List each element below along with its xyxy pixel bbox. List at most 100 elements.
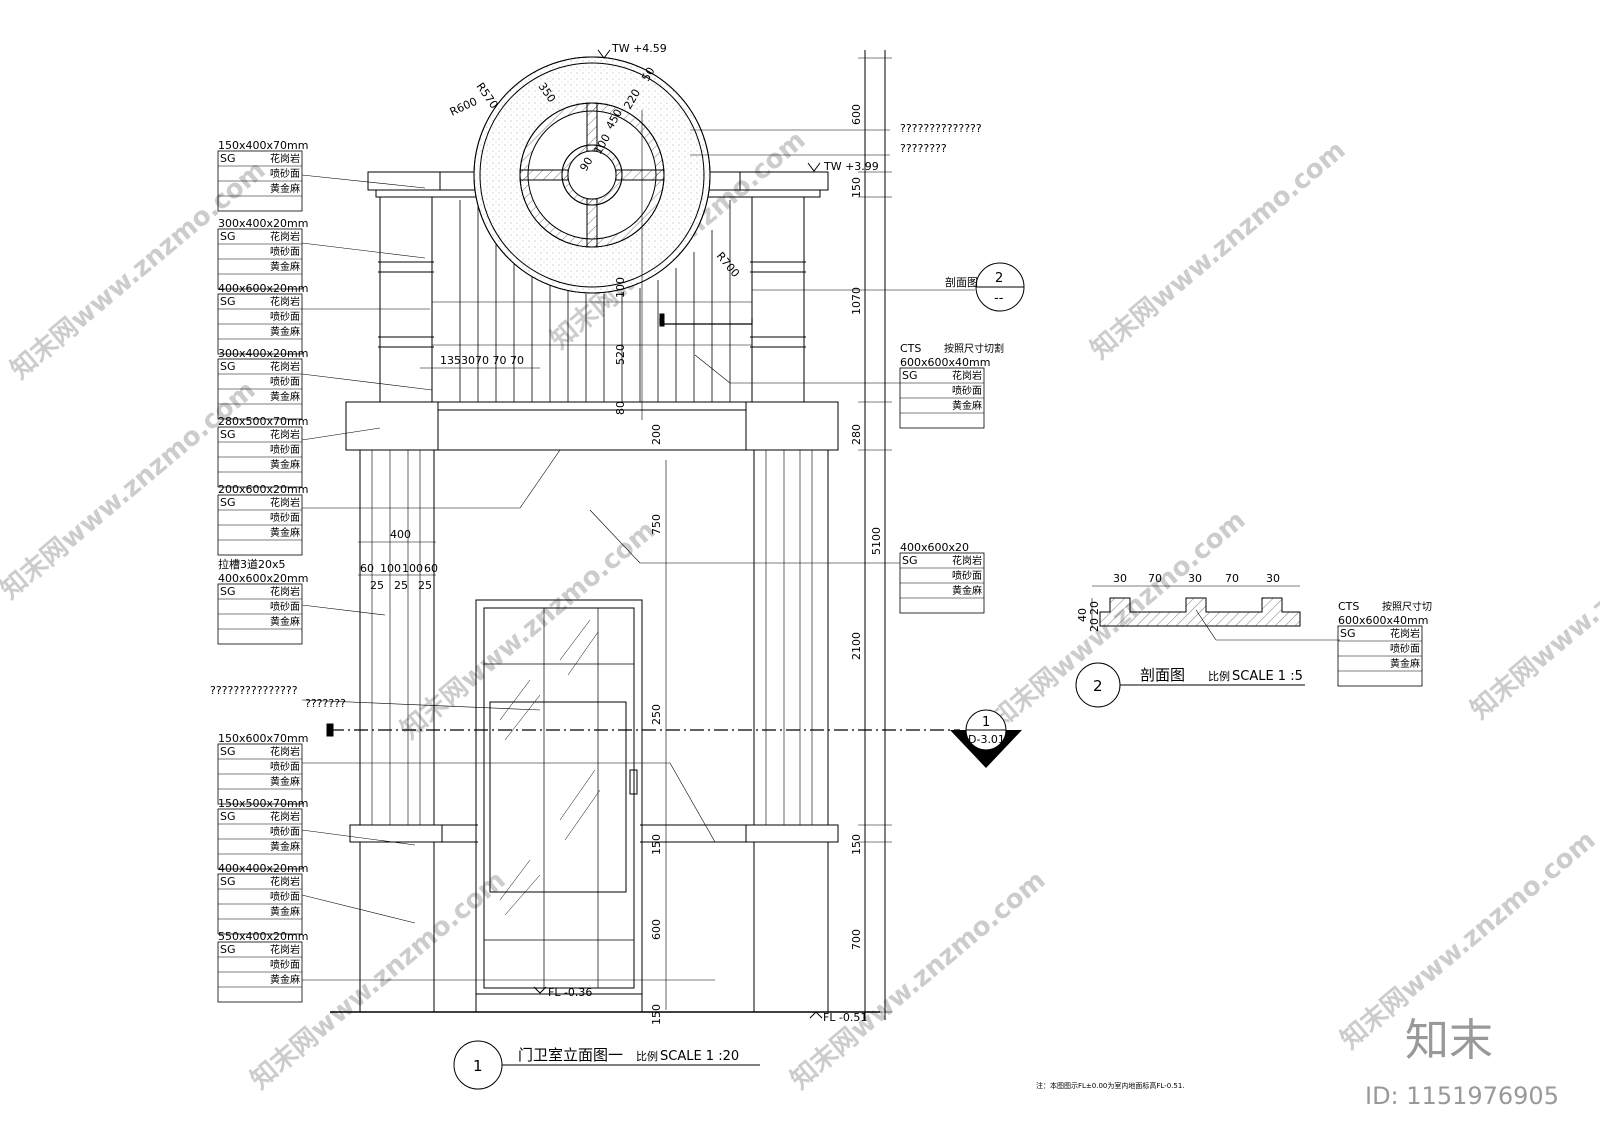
label-row: 喷砂面 [270, 245, 300, 258]
label-size: 150x600x70mm [218, 732, 308, 745]
label-row: 花岗岩 [952, 369, 982, 382]
svg-text:比例: 比例 [1208, 669, 1230, 683]
label-row: 花岗岩 [952, 554, 982, 567]
svg-text:70: 70 [1225, 572, 1239, 585]
label-row: 喷砂面 [952, 569, 982, 582]
label-size: 400x600x20mm [218, 282, 308, 295]
label-code: SG [220, 810, 236, 823]
level-door: FL -0.36 [548, 986, 592, 999]
label-code: SG [220, 875, 236, 888]
label-row: 花岗岩 [270, 428, 300, 441]
svg-text:2: 2 [1093, 677, 1103, 695]
label-row: 黄金麻 [270, 526, 300, 539]
section-scale: SCALE 1 :5 [1232, 669, 1303, 684]
svg-text:750: 750 [650, 514, 663, 535]
label-row: 花岗岩 [270, 810, 300, 823]
radius-600: R600 [448, 95, 479, 119]
label-row: 喷砂面 [270, 511, 300, 524]
label-code: SG [902, 369, 918, 382]
label-row: 花岗岩 [270, 230, 300, 243]
elevation-scale: SCALE 1 :20 [660, 1049, 739, 1064]
label-row: 黄金麻 [270, 260, 300, 273]
label-size: 600x600x40mm [1338, 614, 1428, 627]
svg-text:20: 20 [1088, 618, 1101, 632]
label-row: 喷砂面 [1390, 642, 1420, 655]
label-code: SG [220, 360, 236, 373]
elevation-drawing [301, 49, 975, 1020]
label-row: 黄金麻 [270, 325, 300, 338]
dim-90: 90 [577, 155, 595, 174]
label-row: 喷砂面 [270, 167, 300, 180]
svg-text:150: 150 [650, 834, 663, 855]
elevation-title-text: 门卫室立面图一 [518, 1046, 623, 1064]
label-row: 喷砂面 [270, 600, 300, 613]
svg-text:600: 600 [650, 919, 663, 940]
label-row: 花岗岩 [1390, 627, 1420, 640]
label-code: SG [220, 496, 236, 509]
label-row: 黄金麻 [952, 399, 982, 412]
section-title: 剖面图 [1140, 666, 1185, 684]
svg-text:30: 30 [1266, 572, 1280, 585]
svg-text:D-3.01: D-3.01 [968, 733, 1005, 746]
svg-text:150: 150 [850, 834, 863, 855]
label-row: 黄金麻 [270, 775, 300, 788]
svg-text:700: 700 [850, 929, 863, 950]
svg-text:150: 150 [850, 177, 863, 198]
svg-text:200: 200 [650, 424, 663, 445]
svg-text:2100: 2100 [850, 632, 863, 660]
label-size: 400x600x20mm [218, 572, 308, 585]
svg-text:60: 60 [424, 562, 438, 575]
label-row: 黄金麻 [1390, 657, 1420, 670]
svg-text:250: 250 [650, 704, 663, 725]
label-row: 喷砂面 [270, 760, 300, 773]
svg-text:5100: 5100 [870, 527, 883, 555]
radius-700: R700 [714, 250, 742, 280]
label-note: 按照尺寸切割 [944, 342, 1004, 355]
footnote: 注：本图图示FL±0.00为室内地面标高FL-0.51. [1036, 1081, 1185, 1090]
label-row: 花岗岩 [270, 295, 300, 308]
label-code: SG [220, 943, 236, 956]
label-row: 黄金麻 [270, 182, 300, 195]
label-row: 花岗岩 [270, 943, 300, 956]
svg-text:知末网www.znzmo.com: 知末网www.znzmo.com [395, 515, 661, 745]
label-code: SG [220, 585, 236, 598]
svg-text:100: 100 [614, 277, 627, 298]
label-row: 花岗岩 [270, 875, 300, 888]
label-code: SG [220, 230, 236, 243]
label-size: 300x400x20mm [218, 347, 308, 360]
label-row: 喷砂面 [270, 825, 300, 838]
label-row: 花岗岩 [270, 496, 300, 509]
label-row: 花岗岩 [270, 585, 300, 598]
label-code: SG [902, 554, 918, 567]
note-mid-1: ??????????????? [210, 684, 298, 697]
label-row: 花岗岩 [270, 745, 300, 758]
elevation-annotations: TW +4.59 TW +3.99 FL -0.36 FL -0.51 R570… [210, 42, 982, 1025]
label-size: 150x500x70mm [218, 797, 308, 810]
svg-text:25: 25 [370, 579, 384, 592]
level-ground: FL -0.51 [823, 1011, 867, 1024]
svg-text:1: 1 [982, 715, 990, 730]
svg-text:知末网www.znzmo.com: 知末网www.znzmo.com [1465, 495, 1600, 725]
elevation-title: 1 门卫室立面图一 比例 SCALE 1 :20 [453, 1040, 760, 1090]
svg-text:30: 30 [1188, 572, 1202, 585]
svg-text:剖面图: 剖面图 [945, 275, 978, 289]
label-size: 200x600x20mm [218, 483, 308, 496]
label-row: 黄金麻 [270, 458, 300, 471]
svg-text:1070: 1070 [850, 287, 863, 315]
dim-railing: 1353070 70 70 [440, 354, 524, 367]
label-row: 黄金麻 [270, 905, 300, 918]
label-row: 喷砂面 [270, 375, 300, 388]
svg-text:1: 1 [473, 1057, 483, 1075]
